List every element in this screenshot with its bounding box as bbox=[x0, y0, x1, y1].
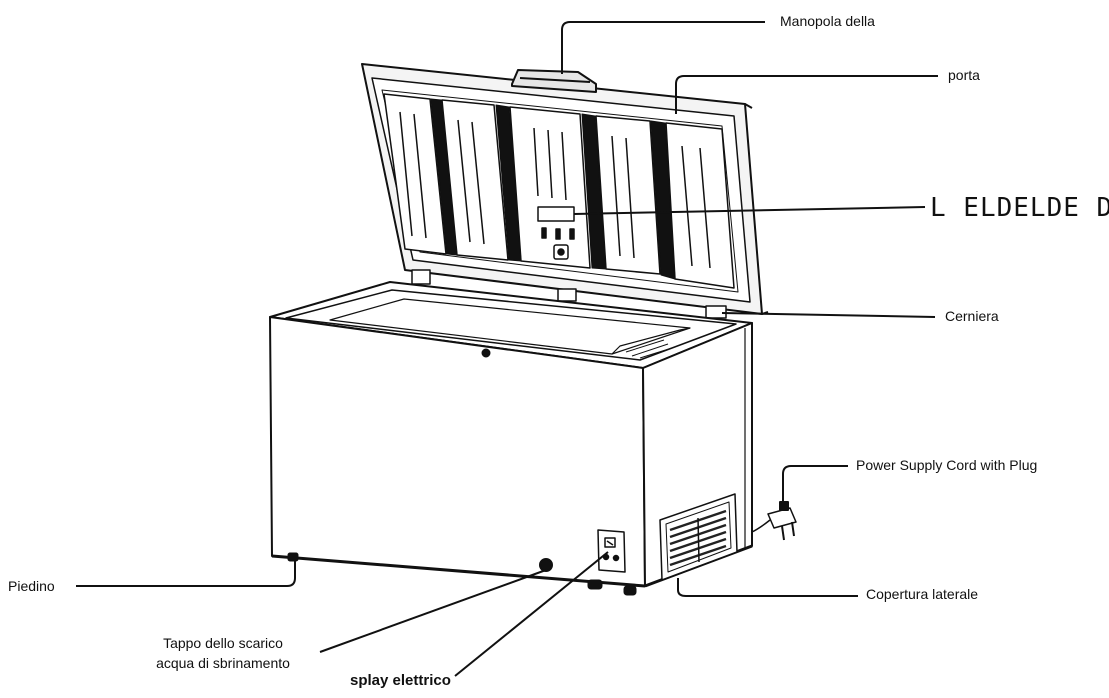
label-display: L ELDELDE D bbox=[930, 193, 1109, 223]
leader-display bbox=[573, 206, 926, 215]
label-hinge: Cerniera bbox=[945, 308, 999, 324]
hinges bbox=[411, 269, 727, 319]
label-power-cord: Power Supply Cord with Plug bbox=[856, 457, 1038, 473]
leader-foot bbox=[76, 560, 296, 587]
label-switch: splay elettrico bbox=[350, 672, 451, 689]
lid-gasket-strips bbox=[430, 98, 676, 280]
label-drain-line2: acqua di sbrinamento bbox=[156, 655, 290, 671]
lid-control-panel bbox=[537, 206, 575, 260]
drain-plug bbox=[539, 558, 553, 572]
label-side-cover: Copertura laterale bbox=[866, 586, 979, 602]
leader-power-cord bbox=[782, 465, 848, 502]
leader-drain bbox=[319, 569, 547, 653]
lid-handle bbox=[511, 69, 597, 93]
switch-box bbox=[597, 529, 626, 573]
leader-door bbox=[675, 75, 938, 114]
leader-side-cover bbox=[677, 578, 858, 597]
label-handle: Manopola della bbox=[780, 13, 875, 29]
leader-lines bbox=[76, 21, 938, 677]
label-drain-line1: Tappo dello scarico bbox=[163, 635, 283, 651]
label-foot: Piedino bbox=[8, 578, 55, 594]
leader-handle bbox=[561, 21, 765, 74]
leader-switch bbox=[454, 551, 609, 677]
label-door: porta bbox=[948, 67, 980, 83]
feet bbox=[287, 552, 637, 596]
side-vent-cover bbox=[659, 493, 738, 581]
power-cord-plug bbox=[751, 501, 797, 541]
leader-hinge bbox=[721, 312, 936, 318]
